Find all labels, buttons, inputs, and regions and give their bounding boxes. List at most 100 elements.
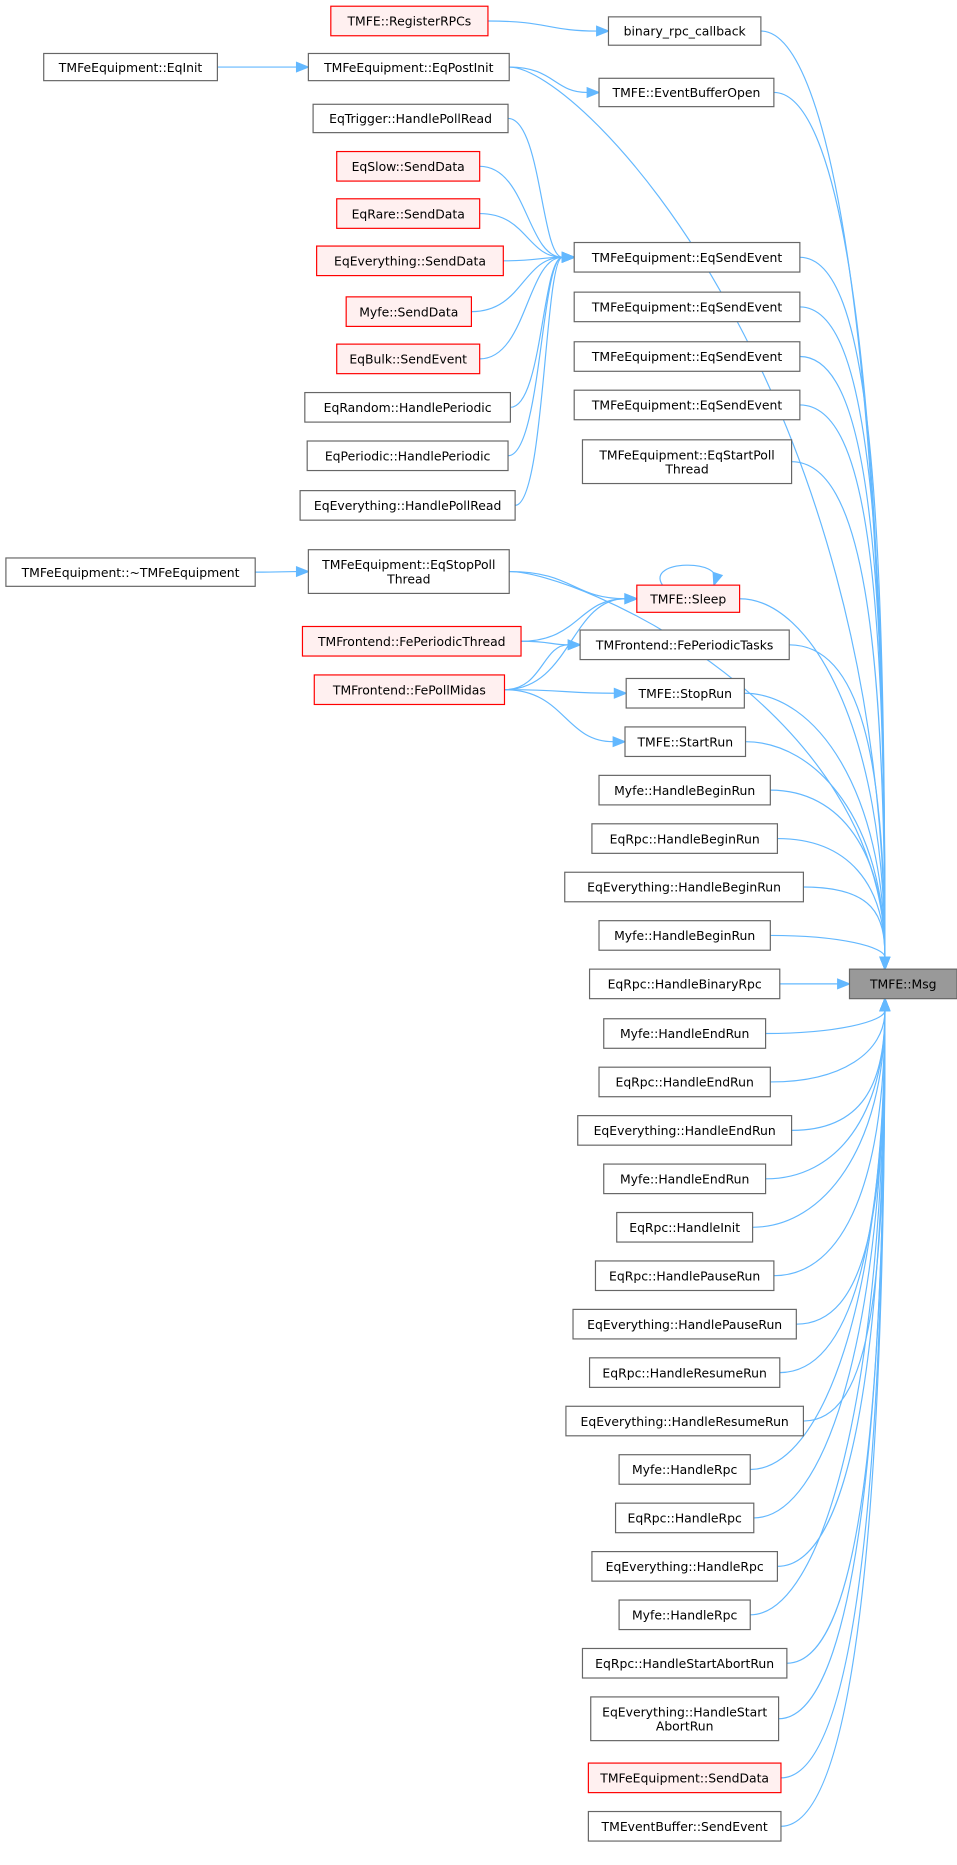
node-eqslow_senddata[interactable]: EqSlow::SendData [336,150,481,182]
node-eqinit[interactable]: TMFeEquipment::EqInit [43,52,218,82]
node-label: EqRare::SendData [352,206,465,221]
node-eqeverything_resumerun[interactable]: EqEverything::HandleResumeRun [565,1405,804,1437]
edge-feperiodicthread-to-feperiodictasks [521,640,569,646]
node-box [587,1810,782,1842]
node-label: EqEverything::HandlePollRead [314,498,501,513]
node-tmeventbuffer_sendevent[interactable]: TMEventBuffer::SendEvent [587,1810,782,1842]
node-eqrpc_rpc[interactable]: EqRpc::HandleRpc [614,1502,755,1534]
node-myfe_beginrun2[interactable]: Myfe::HandleBeginRun [598,920,771,951]
edge-eqeverything_pauserun-to-msg [796,1010,886,1325]
node-box [307,549,510,595]
edge-feperiodictasks-to-msg [789,644,886,958]
node-sleep[interactable]: TMFE::Sleep [636,584,741,613]
node-eqrare_senddata[interactable]: EqRare::SendData [336,198,481,229]
node-eqrpc_startabort[interactable]: EqRpc::HandleStartAbortRun [581,1647,788,1679]
node-box [598,774,771,806]
node-myfe_beginrun1[interactable]: Myfe::HandleBeginRun [598,774,771,806]
arrowhead [612,736,627,748]
node-eqperiodic_periodic[interactable]: EqPeriodic::HandlePeriodic [306,440,509,472]
edge-tmfeequipment_senddata-to-msg [780,1010,886,1779]
node-label: TMFeEquipment::EqSendEvent [591,398,782,413]
edge-myfe_rpc2-to-msg [750,1010,886,1616]
node-eqeverything_pauserun[interactable]: EqEverything::HandlePauseRun [572,1308,797,1340]
node-label: Myfe::HandleRpc [632,1462,738,1477]
node-eqrpc_beginrun[interactable]: EqRpc::HandleBeginRun [591,823,779,854]
node-eqeverything_pollread[interactable]: EqEverything::HandlePollRead [299,490,516,521]
node-box [603,1163,767,1195]
node-box [313,674,506,706]
node-myfe_rpc2[interactable]: Myfe::HandleRpc [618,1599,751,1631]
node-eqsendevent2[interactable]: TMFeEquipment::EqSendEvent [573,291,801,323]
node-tmfeequipment_senddata[interactable]: TMFeEquipment::SendData [587,1762,782,1794]
node-label: binary_rpc_callback [624,24,747,39]
node-box [587,1762,782,1794]
node-eqtrigger_pollread[interactable]: EqTrigger::HandlePollRead [312,103,509,134]
node-myfe_endrun2[interactable]: Myfe::HandleEndRun [603,1163,767,1195]
nodes: TMFE::RegisterRPCsbinary_rpc_callbackTMF… [5,5,957,1842]
node-feperiodicthread[interactable]: TMFrontend::FePeriodicThread [301,625,522,657]
edge-eqrpc_init-to-msg [752,1010,886,1228]
node-eqpostinit[interactable]: TMFeEquipment::EqPostInit [307,52,510,82]
node-startrun[interactable]: TMFE::StartRun [624,726,747,758]
node-fepollmidas[interactable]: TMFrontend::FePollMidas [313,674,506,706]
arrowhead [613,687,628,699]
edge-sleep-to-msg [739,598,886,958]
node-label: TMFE::Sleep [649,591,726,606]
node-box [618,1599,751,1631]
node-destructor[interactable]: TMFeEquipment::~TMFeEquipment [5,557,256,587]
node-box [573,341,801,372]
edge-myfe_beginrun2-to-msg [770,934,886,958]
node-eqsendevent4[interactable]: TMFeEquipment::EqSendEvent [573,389,801,421]
node-eqeverything_rpc[interactable]: EqEverything::HandleRpc [591,1551,779,1582]
node-eqeverything_endrun[interactable]: EqEverything::HandleEndRun [577,1115,793,1146]
node-eqrpc_endrun[interactable]: EqRpc::HandleEndRun [598,1066,771,1098]
node-label: EqEverything::HandleResumeRun [581,1414,789,1429]
edge-eqtrigger_pollread-to-eqsendevent1 [507,117,563,258]
node-box [577,1115,793,1146]
node-label: TMFrontend::FePollMidas [332,682,486,697]
node-eqeverything_senddata[interactable]: EqEverything::SendData [316,245,504,277]
node-label: Myfe::HandleBeginRun [614,783,755,798]
node-label: EqEverything::HandleEndRun [594,1123,776,1138]
edge-eqsendevent3-to-msg [799,355,886,958]
arrowhead [295,565,310,578]
node-label: Myfe::HandleRpc [632,1608,738,1623]
node-label: Thread [386,571,430,586]
node-eventbufferopen[interactable]: TMFE::EventBufferOpen [598,77,775,108]
node-stoprun[interactable]: TMFE::StopRun [625,677,745,709]
node-msg[interactable]: TMFE::Msg [848,968,957,1000]
node-eqeverything_beginrun[interactable]: EqEverything::HandleBeginRun [564,871,804,903]
node-box [301,625,522,657]
node-eqrpc_resumerun[interactable]: EqRpc::HandleResumeRun [588,1357,781,1388]
node-eqrpc_binaryrpc[interactable]: EqRpc::HandleBinaryRpc [588,968,781,1000]
node-label: EqSlow::SendData [352,159,465,174]
node-eqsendevent3[interactable]: TMFeEquipment::EqSendEvent [573,341,801,372]
edge-eqperiodic_periodic-to-eqsendevent1 [507,256,563,457]
node-eqrpc_init[interactable]: EqRpc::HandleInit [616,1211,754,1243]
node-eqrandom_periodic[interactable]: EqRandom::HandlePeriodic [304,391,511,423]
node-myfe_rpc1[interactable]: Myfe::HandleRpc [618,1454,751,1485]
node-binary_rpc[interactable]: binary_rpc_callback [607,16,762,46]
node-box [591,823,779,854]
node-registerrpcs[interactable]: TMFE::RegisterRPCs [330,5,489,37]
node-box [573,389,801,421]
node-box [579,629,790,661]
edges [217,20,891,1827]
edge-tmeventbuffer_sendevent-to-msg [780,1010,886,1827]
node-box [618,1454,751,1485]
node-box [625,677,745,709]
node-box [588,968,781,1000]
node-eqbulk_sendevent[interactable]: EqBulk::SendEvent [336,343,481,375]
node-myfe_endrun1[interactable]: Myfe::HandleEndRun [603,1018,767,1049]
edge-eqbulk_sendevent-to-eqsendevent1 [479,256,563,360]
node-eqrpc_pauserun[interactable]: EqRpc::HandlePauseRun [594,1260,775,1292]
node-eqsendevent1[interactable]: TMFeEquipment::EqSendEvent [573,241,801,273]
node-feperiodictasks[interactable]: TMFrontend::FePeriodicTasks [579,629,790,661]
node-label: TMFeEquipment::EqSendEvent [591,300,782,315]
node-label: EqEverything::HandleRpc [606,1559,764,1574]
node-myfe_senddata[interactable]: Myfe::SendData [345,296,473,327]
node-eqeverything_startabort[interactable]: EqEverything::HandleStartAbortRun [590,1696,780,1742]
